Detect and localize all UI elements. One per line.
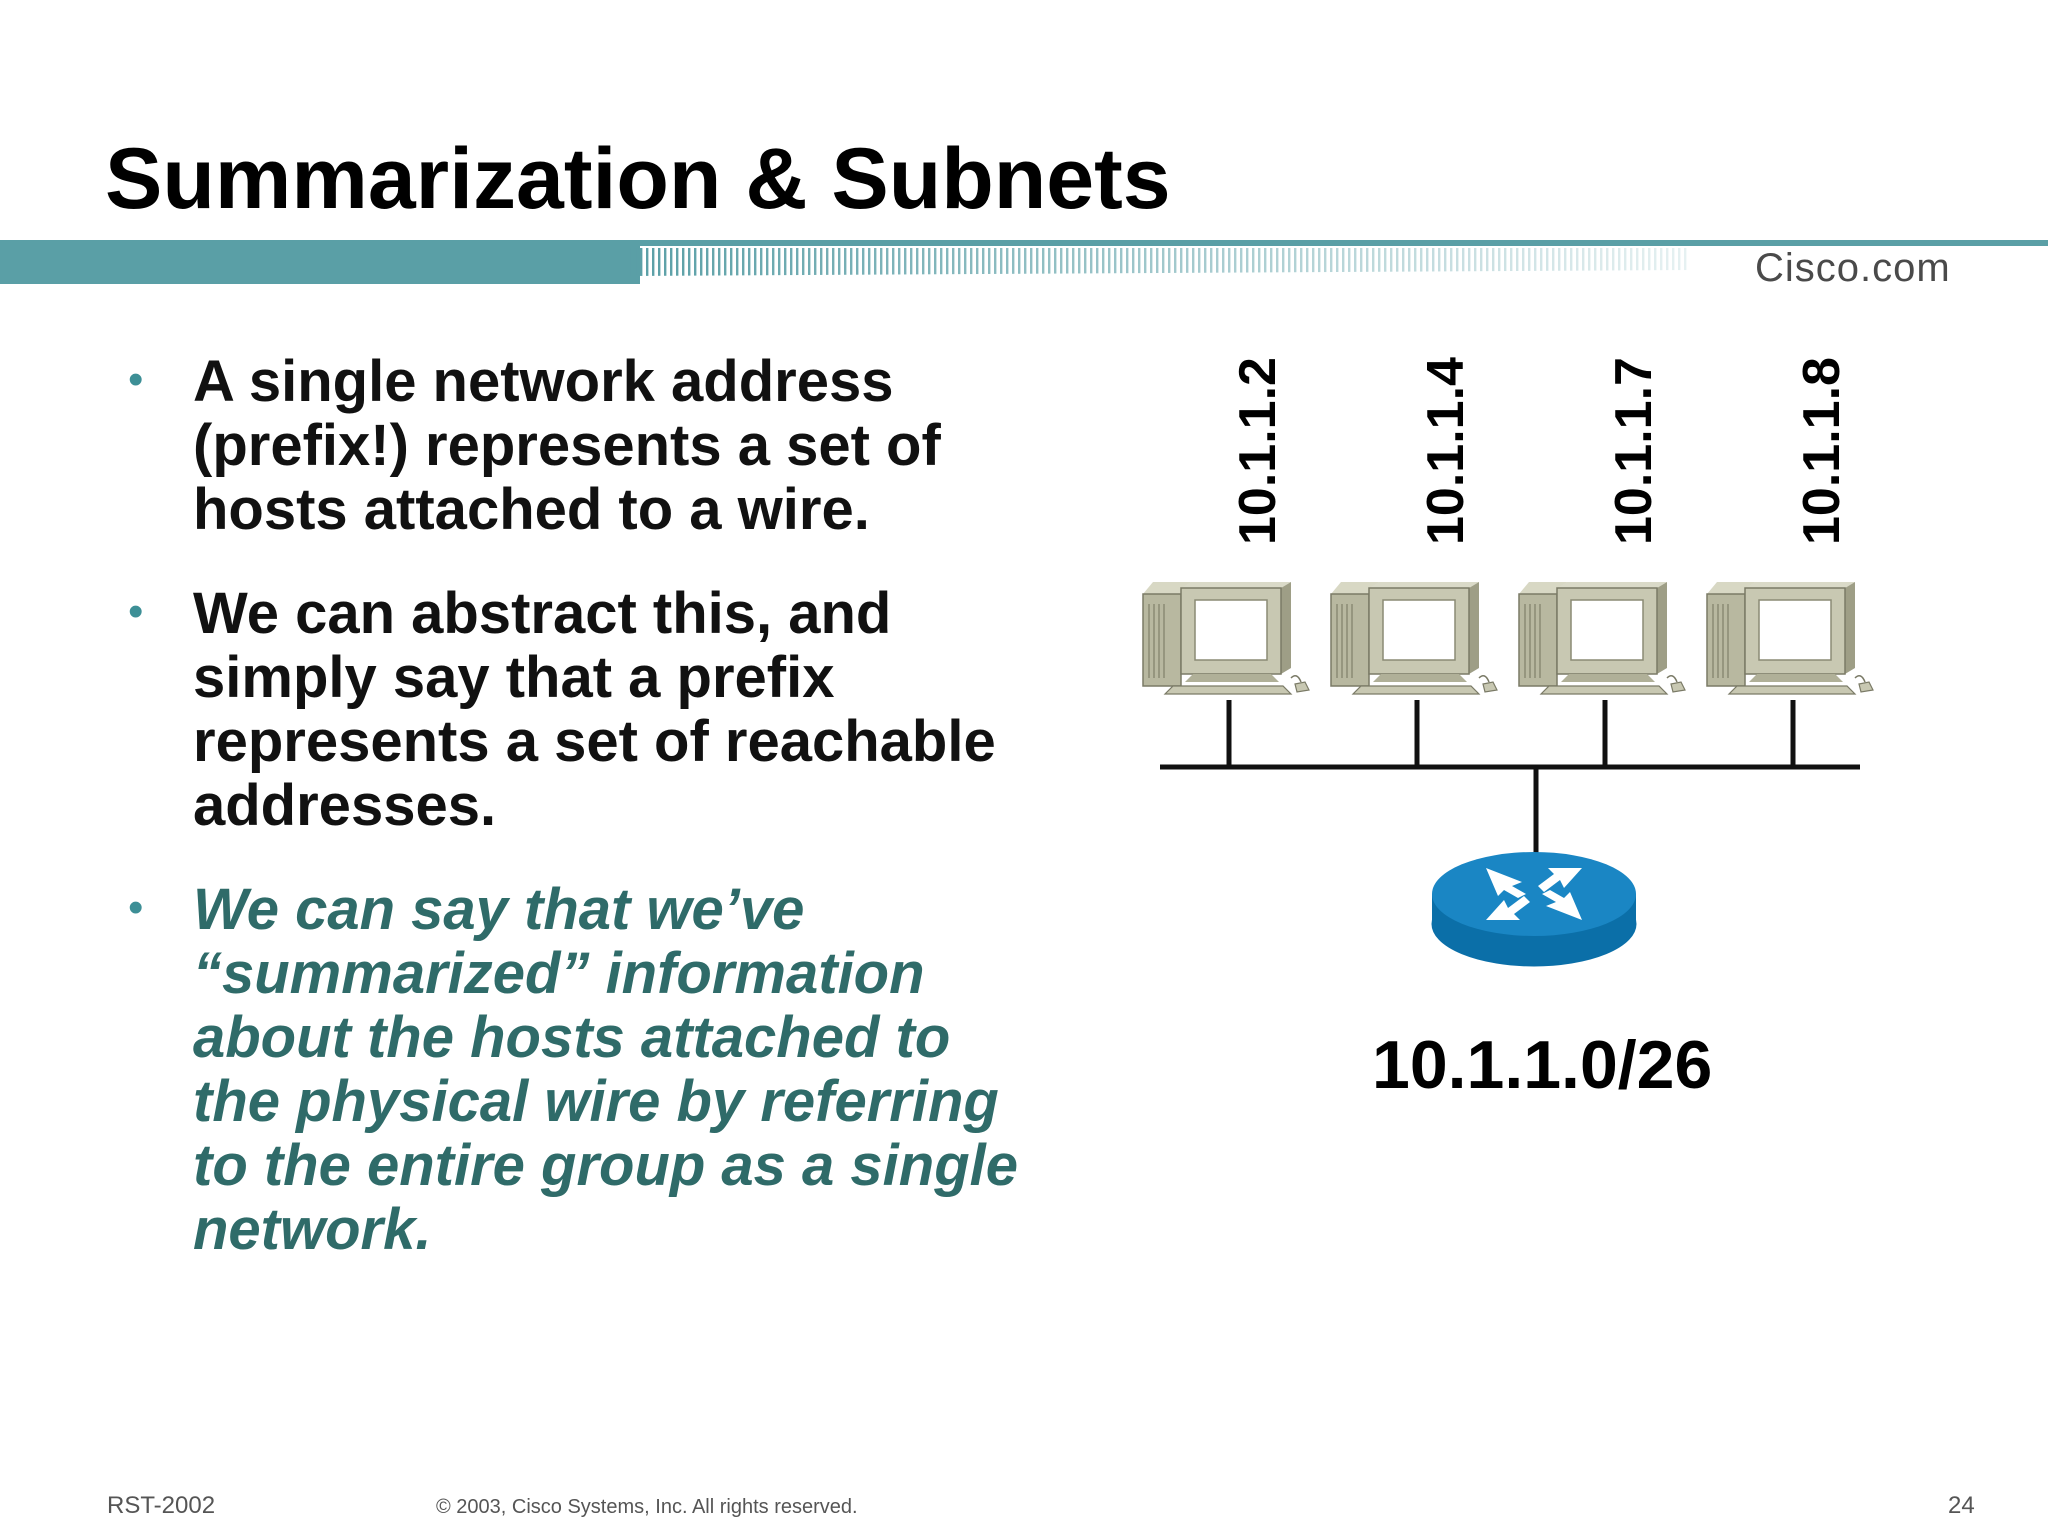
workstation-icon [1518, 581, 1686, 695]
slide-title: Summarization & Subnets [105, 131, 1171, 227]
host-address-label: 10.1.1.4 [1417, 357, 1475, 545]
host-address-label: 10.1.1.2 [1229, 357, 1287, 545]
bullet-text: A single network address (prefix!) repre… [193, 349, 941, 542]
footer-copyright: © 2003, Cisco Systems, Inc. All rights r… [436, 1496, 858, 1518]
bullet-dot-icon: • [128, 587, 144, 636]
bullet-item-2: • We can abstract this, and simply say t… [120, 582, 1020, 838]
title-band [0, 240, 2048, 284]
bullet-text: We can say that we’ve “summarized” infor… [193, 877, 1019, 1262]
bullet-dot-icon: • [128, 355, 144, 404]
router-icon [1431, 852, 1637, 967]
workstation-icon [1142, 581, 1310, 695]
bullet-dot-icon: • [128, 883, 144, 932]
bullet-list: • A single network address (prefix!) rep… [120, 350, 1020, 1302]
bullet-text: We can abstract this, and simply say tha… [193, 581, 996, 838]
host-address-label: 10.1.1.7 [1605, 357, 1663, 545]
brand-logo-text: Cisco.com [1755, 246, 1951, 290]
workstation-icon [1330, 581, 1498, 695]
bullet-item-3: • We can say that we’ve “summarized” inf… [120, 878, 1020, 1262]
host-address-label: 10.1.1.8 [1793, 357, 1851, 545]
bullet-item-1: • A single network address (prefix!) rep… [120, 350, 1020, 542]
footer-course-code: RST-2002 [107, 1492, 216, 1519]
hosts-layer [1142, 581, 1874, 767]
subnet-label: 10.1.1.0/26 [1372, 1027, 1713, 1103]
footer-page-number: 24 [1948, 1492, 1975, 1519]
barcode-stripes [628, 248, 1687, 276]
workstation-icon [1706, 581, 1874, 695]
